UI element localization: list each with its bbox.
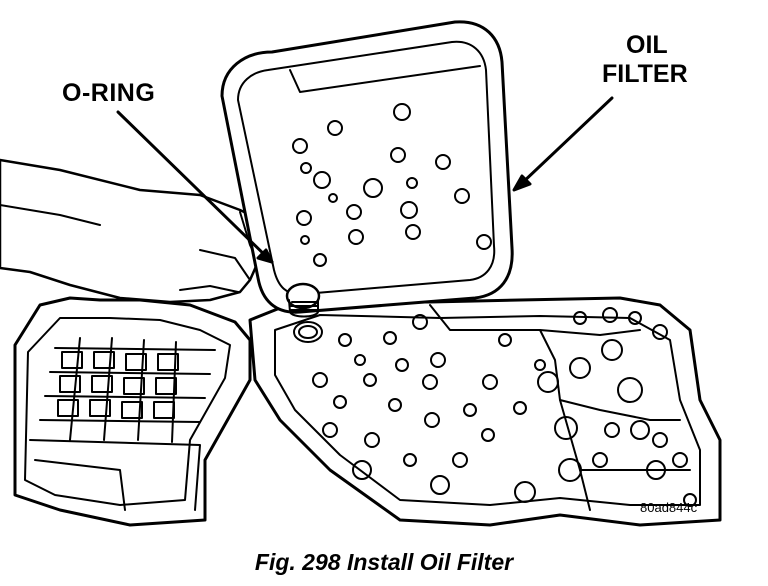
oil-filter-label-line1: OIL [626,31,668,59]
oil-filter-label-line2: FILTER [602,60,688,88]
valve-body-housing [13,296,722,527]
filter-holes [292,103,492,267]
filter-outlet [285,282,321,318]
oring-label: O-RING [62,79,156,107]
oil-filter [220,20,514,318]
figure-caption: Fig. 298 Install Oil Filter [254,549,514,575]
image-code: 80ad844c [640,500,698,515]
oring-arrow [116,110,274,264]
valve-body-plate [248,296,722,527]
cast-rib-grid [39,337,216,443]
oil-filter-arrow [512,96,614,192]
plate-bolts [293,307,697,507]
